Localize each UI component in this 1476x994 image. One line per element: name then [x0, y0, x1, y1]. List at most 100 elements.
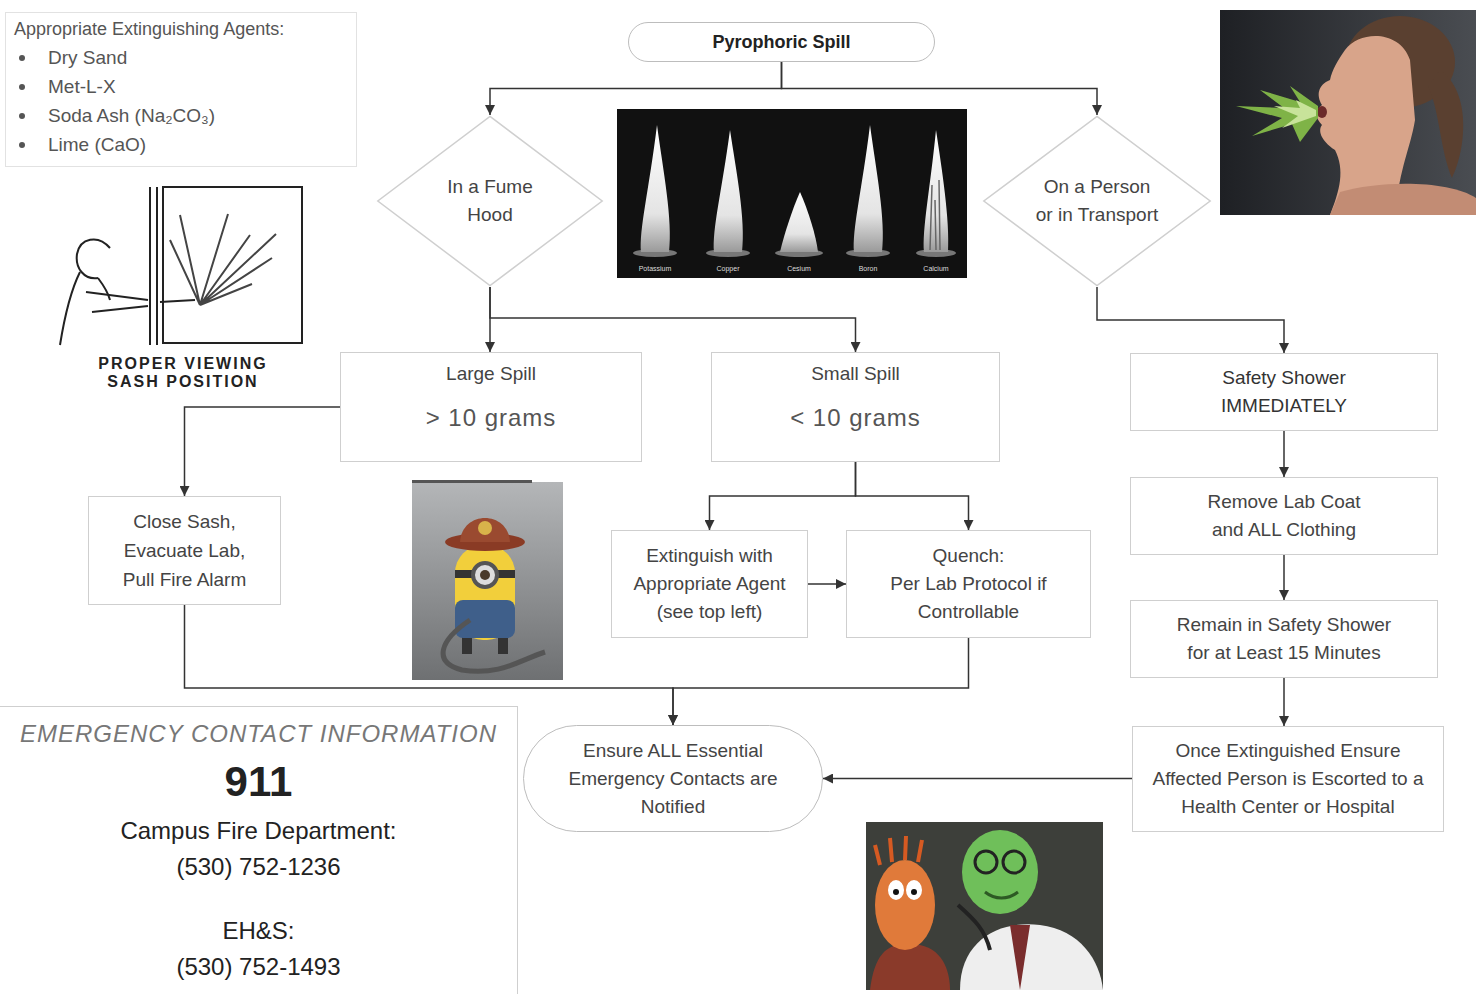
process-box: Large Spill> 10 grams	[340, 352, 642, 462]
illustration-shape	[641, 125, 670, 252]
flow-arrow	[1283, 431, 1285, 477]
node-text: Close Sash, Evacuate Lab, Pull Fire Alar…	[110, 507, 260, 594]
start-terminal: Pyrophoric Spill	[628, 22, 935, 62]
bullet-dot	[19, 113, 25, 119]
node-text: Ensure ALL Essential Emergency Contacts …	[556, 737, 791, 821]
illustration-shape	[478, 521, 492, 535]
illustration-shape	[1330, 184, 1476, 215]
flow-arrow	[490, 62, 782, 115]
illustration-shape	[854, 125, 883, 252]
diamond-shape	[378, 116, 602, 285]
illustration-shape	[1220, 10, 1476, 215]
firefighter-toy-photo	[412, 480, 563, 680]
illustration-shape	[875, 860, 935, 950]
flow-arrow	[1283, 678, 1285, 726]
illustration-shape	[98, 278, 110, 300]
node-subtext: (530) 752-1236	[176, 849, 340, 885]
illustration-shape	[888, 880, 904, 900]
node-content: In a Fume Hood	[440, 173, 540, 229]
process-box: Safety Shower IMMEDIATELY	[1130, 353, 1438, 431]
photo-label: Calcium	[906, 264, 966, 273]
flow-arrow	[673, 638, 969, 725]
node-content: Once Extinguished Ensure Affected Person…	[1143, 737, 1433, 821]
process-box: Extinguish with Appropriate Agent (see t…	[611, 530, 808, 638]
illustration-shape	[149, 187, 151, 345]
flow-arrow	[823, 778, 1132, 780]
illustration-shape	[86, 292, 195, 312]
photo-label: Cesium	[769, 264, 829, 273]
illustration-shape	[455, 600, 515, 638]
illustration-shape	[60, 272, 80, 345]
illustration-shape	[412, 480, 532, 483]
node-content: Close Sash, Evacuate Lab, Pull Fire Alar…	[110, 507, 260, 594]
node-content: Extinguish with Appropriate Agent (see t…	[622, 542, 797, 626]
flow-arrow	[782, 62, 1098, 115]
node-text: On a Person or in Transport	[1034, 173, 1160, 229]
node-content: Large Spill> 10 grams	[426, 361, 557, 433]
end-terminal: Ensure ALL Essential Emergency Contacts …	[523, 725, 823, 832]
flow-arrow	[808, 583, 846, 585]
node-subtext: Per Lab Protocol if Controllable	[889, 570, 1049, 626]
photo-label: Boron	[838, 264, 898, 273]
illustration-shape	[870, 944, 950, 990]
illustration-shape	[866, 822, 1103, 990]
list-item: Lime (CaO)	[48, 130, 146, 159]
node-content: Appropriate Extinguishing Agents:Dry San…	[14, 17, 284, 159]
node-content: Small Spill < 10 grams	[790, 361, 921, 433]
decision-diamond: On a Person or in Transport	[982, 115, 1212, 287]
diamond-shape	[984, 116, 1210, 285]
node-subtext: < 10 grams	[790, 403, 921, 433]
bullet-dot	[19, 55, 25, 61]
node-text: Safety Shower IMMEDIATELY	[1184, 364, 1384, 420]
node-content: Safety Shower IMMEDIATELY	[1184, 364, 1384, 420]
process-box: Close Sash, Evacuate Lab, Pull Fire Alar…	[88, 496, 281, 605]
illustration-caption: PROPER VIEWING SASH POSITION	[73, 355, 293, 391]
illustration-shape	[1236, 86, 1318, 142]
illustration-shape	[924, 130, 949, 252]
flow-arrow	[490, 287, 856, 352]
list-item: Dry Sand	[48, 43, 127, 72]
illustration-shape	[1428, 70, 1463, 178]
node-text: Once Extinguished Ensure Affected Person…	[1143, 737, 1433, 821]
process-box: Once Extinguished Ensure Affected Person…	[1132, 726, 1444, 832]
illustration-shape	[911, 889, 917, 895]
node-content: Ensure ALL Essential Emergency Contacts …	[556, 737, 791, 821]
node-subtext: EH&S:	[222, 913, 294, 949]
illustration-shape	[962, 830, 1038, 914]
node-text: Extinguish with Appropriate Agent (see t…	[622, 542, 797, 626]
list-item: Met-L-X	[48, 72, 116, 101]
node-text: Large Spill	[446, 361, 536, 387]
diamond-outline	[982, 115, 1212, 287]
node-text: Small Spill	[811, 361, 900, 387]
flow-arrow	[1097, 287, 1284, 353]
node-text: EMERGENCY CONTACT INFORMATION	[20, 717, 497, 751]
fire-breather-photo	[1220, 10, 1476, 215]
photo-label: Copper	[698, 264, 758, 273]
list-item: Soda Ash (Na₂CO₃)	[48, 101, 215, 130]
flame-photo	[617, 109, 967, 278]
process-box: Remain in Safety Shower for at Least 15 …	[1130, 600, 1438, 678]
illustration-shape	[156, 187, 158, 345]
flow-arrow	[1283, 555, 1285, 600]
illustration-shape	[617, 109, 967, 278]
node-subtext: Campus Fire Department:	[120, 813, 396, 849]
node-content: Quench:Per Lab Protocol if Controllable	[889, 542, 1049, 626]
node-content: On a Person or in Transport	[1034, 173, 1160, 229]
list-item-text: Lime (CaO)	[48, 134, 146, 155]
node-content: EMERGENCY CONTACT INFORMATION911Campus F…	[20, 717, 497, 985]
illustration-shape	[985, 892, 1018, 898]
flow-arrow	[856, 462, 969, 530]
illustration-shape	[163, 187, 302, 343]
illustration-shape	[1317, 106, 1327, 118]
list-item-text: Dry Sand	[48, 47, 127, 68]
node-subtext: (530) 752-1493	[176, 949, 340, 985]
node-text: Remove Lab Coat and ALL Clothing	[1197, 488, 1372, 544]
illustration-shape	[412, 482, 563, 680]
node-text: Remain in Safety Shower for at Least 15 …	[1169, 611, 1399, 667]
agents-list-box: Appropriate Extinguishing Agents:Dry San…	[5, 12, 357, 167]
contact-panel: EMERGENCY CONTACT INFORMATION911Campus F…	[0, 706, 518, 994]
node-text: In a Fume Hood	[440, 173, 540, 229]
muppets-photo	[866, 822, 1103, 990]
node-content: Pyrophoric Spill	[712, 31, 850, 53]
photo-label: Potassium	[625, 264, 685, 273]
